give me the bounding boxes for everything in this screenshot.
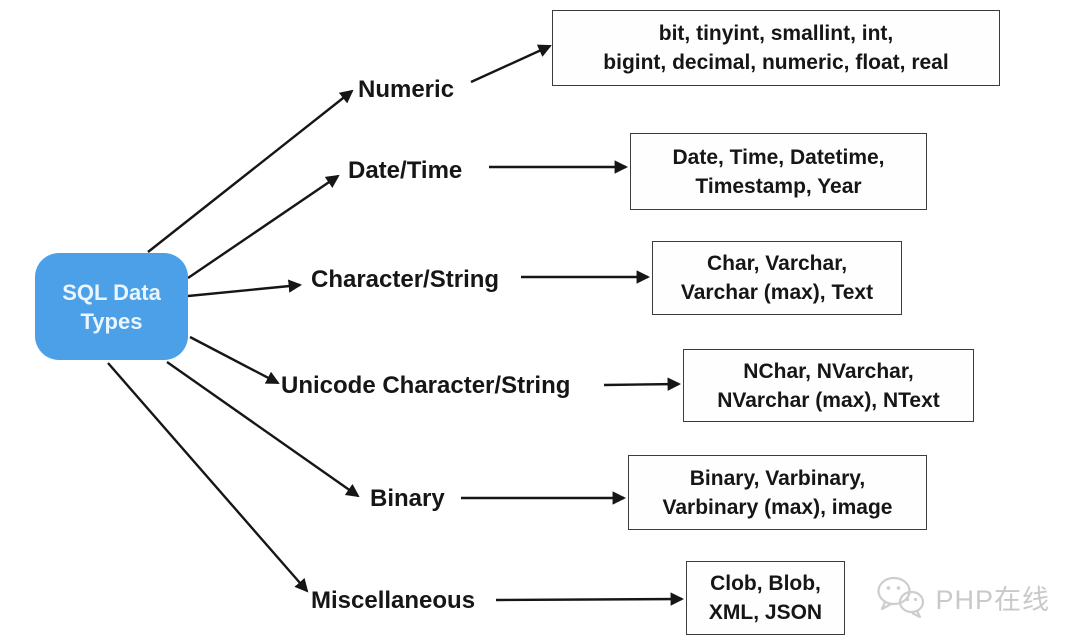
- type-box-date-time-line1: Date, Time, Datetime,: [672, 145, 885, 169]
- type-box-unicode-character-string-line1: NChar, NVarchar,: [743, 359, 914, 383]
- branch-label-numeric: Numeric: [358, 76, 455, 103]
- type-box-binary-line1: Binary, Varbinary,: [689, 466, 866, 490]
- branch-label-miscellaneous: Miscellaneous: [311, 587, 476, 614]
- type-box-binary-line2: Varbinary (max), image: [662, 495, 893, 519]
- wechat-icon: [877, 576, 925, 619]
- root-node-sql-data-types: SQL Data Types: [35, 253, 188, 360]
- type-box-miscellaneous: Clob, Blob, XML, JSON: [686, 561, 845, 635]
- type-box-unicode-character-string-line2: NVarchar (max), NText: [717, 388, 940, 412]
- type-box-miscellaneous-line1: Clob, Blob,: [710, 572, 821, 595]
- branch-label-unicode-character-string: Unicode Character/String: [281, 372, 571, 399]
- type-box-numeric-line2: bigint, decimal, numeric, float, real: [603, 51, 949, 74]
- watermark: PHP在线: [875, 575, 1050, 619]
- type-box-numeric: bit, tinyint, smallint, int, bigint, dec…: [552, 10, 1000, 86]
- watermark-text: PHP在线: [935, 584, 1050, 615]
- branch-label-character-string: Character/String: [311, 266, 500, 293]
- type-box-character-string: Char, Varchar, Varchar (max), Text: [652, 241, 902, 315]
- type-box-numeric-line1: bit, tinyint, smallint, int,: [658, 22, 894, 45]
- type-box-miscellaneous-line2: XML, JSON: [708, 601, 823, 624]
- type-box-binary: Binary, Varbinary, Varbinary (max), imag…: [628, 455, 927, 530]
- type-box-unicode-character-string: NChar, NVarchar, NVarchar (max), NText: [683, 349, 974, 422]
- type-box-character-string-line2: Varchar (max), Text: [680, 281, 874, 304]
- type-box-date-time-line2: Timestamp, Year: [695, 174, 862, 198]
- branch-label-binary: Binary: [370, 485, 445, 512]
- type-box-character-string-line1: Char, Varchar,: [706, 252, 848, 275]
- branch-label-date-time: Date/Time: [348, 157, 463, 184]
- root-label-line2: Types: [80, 308, 143, 334]
- root-label-line1: SQL Data: [62, 279, 161, 305]
- type-box-date-time: Date, Time, Datetime, Timestamp, Year: [630, 133, 927, 210]
